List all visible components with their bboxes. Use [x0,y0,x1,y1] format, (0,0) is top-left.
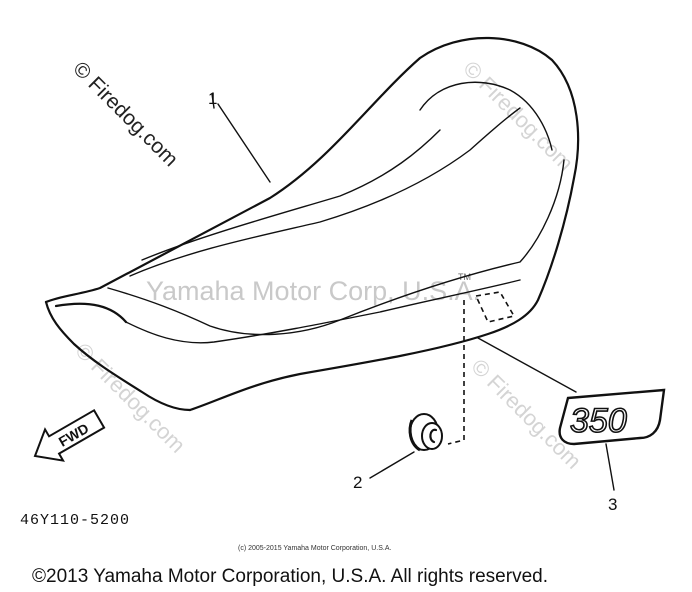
leader-line-1 [217,103,271,183]
fwd-arrow: FWD [33,408,106,462]
callout-3: 3 [608,495,617,514]
copyright-small: (c) 2005-2015 Yamaha Motor Corporation, … [238,545,391,552]
leader-line-3 [605,443,615,491]
watermark-yamaha: Yamaha Motor Corp, U.S.A. [146,276,480,306]
emblem-text: 350 [570,402,627,440]
callout-2: 2 [353,473,362,492]
callout-1-label: 1 [208,89,218,108]
leader-line-2 [369,451,415,479]
grommet-part [408,413,443,452]
leader-line-emblem [477,337,577,393]
seat-illustration [44,36,580,412]
mount-dashed-line [447,300,465,445]
emblem-350: 350 [558,388,666,446]
watermark-firedog-2: © Firedog.com [458,56,578,176]
callout-1-tick [211,93,215,109]
part-number: 46Y110-5200 [20,512,130,529]
watermark-firedog-1: © Firedog.com [68,57,182,171]
copyright-main: ©2013 Yamaha Motor Corporation, U.S.A. A… [32,566,548,587]
